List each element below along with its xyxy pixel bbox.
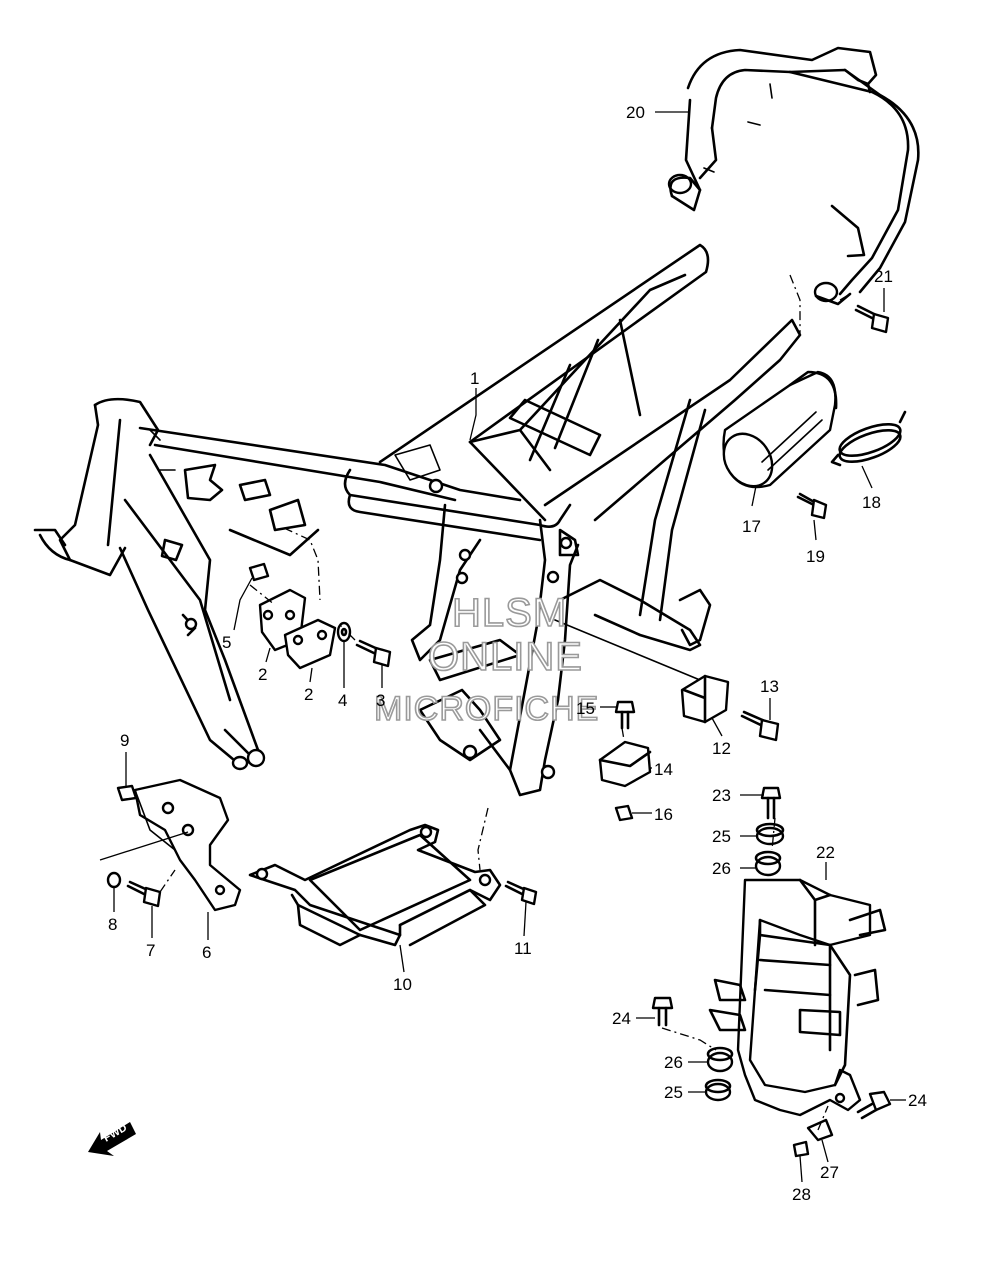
rear-carrier-part-20 <box>667 46 920 306</box>
main-frame-part-1 <box>33 243 802 797</box>
callout-23: 23 <box>712 786 731 805</box>
callout-16: 16 <box>654 805 673 824</box>
washer-part-4 <box>336 621 352 643</box>
callout-26-upper: 26 <box>712 859 731 878</box>
bolt-part-21 <box>854 304 890 334</box>
clip-part-27 <box>806 1118 834 1142</box>
callout-2-right: 2 <box>304 685 313 704</box>
cushion-part-26-lower <box>706 1046 734 1073</box>
callout-5: 5 <box>222 633 231 652</box>
cushion-part-14 <box>598 740 652 788</box>
callout-26-lower: 26 <box>664 1053 683 1072</box>
callout-10: 10 <box>393 975 412 994</box>
leader-lines <box>99 111 906 1183</box>
callout-4: 4 <box>338 691 347 710</box>
callout-15: 15 <box>576 699 595 718</box>
bolt-part-7 <box>126 880 162 908</box>
bolt-part-23 <box>760 786 782 820</box>
engine-bracket-part-2-right <box>283 618 337 670</box>
callout-17: 17 <box>742 517 761 536</box>
alignment-lines <box>159 274 851 1131</box>
watermark: HLSM ONLINE MICROFICHE <box>373 590 599 729</box>
callout-19: 19 <box>806 547 825 566</box>
nut-part-5 <box>248 562 270 582</box>
toolbox-part-17 <box>722 370 838 489</box>
callout-20: 20 <box>626 103 645 122</box>
cushion-part-12 <box>680 674 730 724</box>
nut-part-28 <box>792 1140 810 1158</box>
watermark-line-2: ONLINE <box>428 635 583 679</box>
callout-18: 18 <box>862 493 881 512</box>
bolt-part-13 <box>740 710 780 742</box>
callout-24-upper: 24 <box>612 1009 631 1028</box>
nut-part-9 <box>116 784 138 802</box>
forward-direction-arrow: FWD <box>88 1122 136 1156</box>
collar-part-25-upper <box>755 822 785 846</box>
bolt-part-19 <box>796 492 828 520</box>
callout-11: 11 <box>514 939 532 958</box>
callout-7: 7 <box>146 941 155 960</box>
callout-1: 1 <box>470 369 479 388</box>
watermark-line-1: HLSM <box>452 591 567 635</box>
callout-25-lower: 25 <box>664 1083 683 1102</box>
callout-24-lower: 24 <box>908 1091 927 1110</box>
callout-28: 28 <box>792 1185 811 1204</box>
washer-part-8 <box>106 871 122 889</box>
callout-12: 12 <box>712 739 731 758</box>
callout-9: 9 <box>120 731 129 750</box>
callout-22: 22 <box>816 843 835 862</box>
callout-6: 6 <box>202 943 211 962</box>
cushion-part-26-upper <box>754 850 782 877</box>
underframe-part-10 <box>248 823 502 947</box>
watermark-line-3: MICROFICHE <box>374 690 599 728</box>
nut-part-16 <box>614 804 634 822</box>
callout-8: 8 <box>108 915 117 934</box>
callout-21: 21 <box>874 267 893 286</box>
bolt-part-15 <box>614 700 636 730</box>
callout-2-left: 2 <box>258 665 267 684</box>
collar-part-25-lower <box>704 1078 732 1102</box>
callout-13: 13 <box>760 677 779 696</box>
callout-25-upper: 25 <box>712 827 731 846</box>
callout-labels: 1 2 2 3 4 5 6 7 8 9 10 11 12 13 14 15 16… <box>108 103 927 1204</box>
bolt-part-24-lower <box>856 1090 892 1120</box>
bolt-part-3 <box>355 639 392 668</box>
bolt-part-11 <box>504 880 538 906</box>
band-part-18 <box>830 410 907 467</box>
callout-14: 14 <box>654 760 673 779</box>
battery-holder-part-22 <box>708 878 887 1117</box>
callout-27: 27 <box>820 1163 839 1182</box>
bolt-part-24-upper <box>651 996 674 1027</box>
callout-3: 3 <box>376 691 385 710</box>
